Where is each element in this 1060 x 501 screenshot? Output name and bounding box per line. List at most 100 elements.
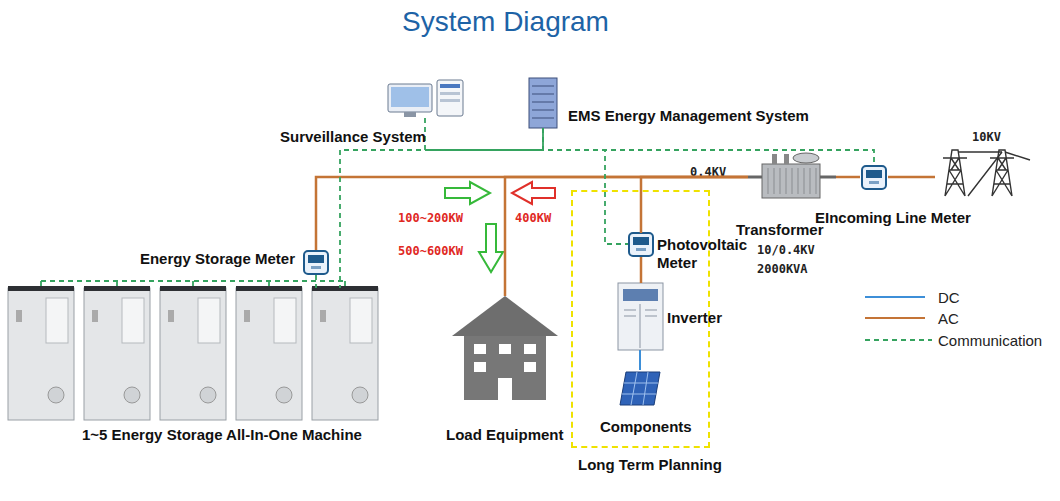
meter-node: EIncoming Line Meter (860, 165, 888, 190)
storage-cabinet (312, 288, 378, 420)
flow-arrow (445, 182, 490, 204)
communication-line (425, 118, 543, 150)
storage-cabinet (48, 387, 64, 403)
node-label: Photovoltaic Meter (657, 236, 757, 272)
legend-sample (865, 297, 932, 340)
transformer-icon (772, 154, 777, 164)
flow-arrow (445, 182, 490, 204)
storage-cabinet (46, 298, 68, 343)
ems-server (529, 78, 557, 128)
surveillance-monitor (404, 112, 416, 117)
transformer-icon (762, 164, 820, 198)
dc-line (639, 350, 641, 370)
meter-icon (629, 233, 653, 256)
solar-node: Components (620, 370, 660, 405)
storage-cabinet (8, 286, 74, 291)
ac-line (888, 176, 935, 179)
node-label: Transformer (736, 221, 824, 239)
legend-label: Communication (938, 332, 1042, 349)
power-tower (943, 150, 1030, 196)
diagram-title: System Diagram (402, 6, 609, 38)
house-icon (524, 344, 536, 354)
cabinet-comm-bus (41, 281, 345, 287)
solar-panel (622, 372, 658, 405)
storage-cabinet (236, 288, 302, 420)
flow-arrow (479, 224, 503, 272)
storage-cabinet (244, 310, 250, 322)
inverter-cabinet (623, 289, 658, 301)
power-value: 500~600KW (398, 244, 463, 258)
storage-cabinet (350, 298, 372, 343)
legend-sample (865, 317, 925, 319)
legend-label: DC (938, 289, 960, 306)
storage-cabinet (236, 286, 302, 291)
surveillance-monitor (440, 99, 460, 102)
flow-arrow (479, 224, 503, 272)
meter-icon (629, 233, 653, 256)
storage-cabinet (160, 288, 226, 420)
transformer-icon (768, 168, 816, 194)
legend-sample (865, 339, 932, 341)
storage-cabinet (276, 387, 292, 403)
storage-cabinet (198, 298, 220, 343)
node-label: EMS Energy Management System (568, 107, 809, 125)
inverter-cabinet (624, 304, 657, 348)
storage-cabinet (92, 310, 98, 322)
house-icon (499, 344, 511, 354)
communication-line (340, 128, 543, 288)
meter-node: Energy Storage Meter (303, 250, 329, 275)
storage-cabinet (352, 387, 368, 403)
house-icon (524, 362, 536, 372)
transformer-icon (793, 153, 819, 163)
storage-cabinet (160, 286, 226, 420)
node-label: 2000KVA (757, 262, 808, 276)
node-label: Long Term Planning (578, 456, 722, 474)
communication-line (543, 128, 628, 244)
house-icon (452, 296, 558, 400)
flow-arrow (512, 182, 555, 204)
house-icon (474, 362, 486, 372)
storage-cabinet (200, 387, 216, 403)
node-label: 10/0.4KV (757, 243, 815, 257)
node-label: Load Equipment (446, 426, 564, 444)
power-tower (958, 150, 1030, 196)
node-label: Components (600, 418, 692, 436)
transformer-node: Transformer10/0.4KV2000KVA (748, 152, 836, 202)
storage-cabinet (312, 286, 378, 291)
meter-icon (866, 170, 882, 178)
house-icon (464, 336, 546, 400)
storage-cabinet (84, 286, 150, 291)
storage-cabinet (160, 286, 226, 291)
grid-node: 10KV (935, 148, 1030, 196)
surveillance-monitor (440, 92, 460, 95)
ems-node: EMS Energy Management System (528, 78, 558, 128)
storage-node: 1~5 Energy Storage All-In-One Machine (8, 288, 378, 420)
surveillance-node: Surveillance System (385, 78, 465, 118)
storage-cabinet (168, 310, 174, 322)
meter-icon (862, 166, 886, 189)
load-node: Load Equipment (455, 296, 555, 400)
planning-band: Long Term PlanningPhotovoltaic MeterInve… (571, 190, 710, 448)
meter-icon (633, 237, 649, 245)
node-label: Inverter (667, 309, 722, 327)
power-value: 100~200KW (398, 211, 463, 225)
solar-panel (620, 372, 660, 405)
transformer-icon (784, 154, 789, 164)
ems-server (532, 86, 554, 118)
storage-cabinet (84, 288, 150, 420)
ac-line (836, 176, 860, 179)
storage-cabinet (124, 387, 140, 403)
meter-icon (636, 248, 646, 251)
inverter-cabinet (618, 283, 663, 350)
inverter-cabinet (618, 283, 663, 350)
power-value: 400KW (515, 211, 551, 225)
cabinet-comm-bus (41, 281, 345, 287)
bus-voltage: 0.4KV (690, 165, 726, 179)
surveillance-monitor (440, 84, 460, 88)
storage-cabinet (122, 298, 144, 343)
communication-line (543, 128, 874, 165)
storage-cabinet (320, 310, 326, 322)
storage-cabinet (8, 286, 74, 420)
meter-icon (308, 255, 324, 263)
